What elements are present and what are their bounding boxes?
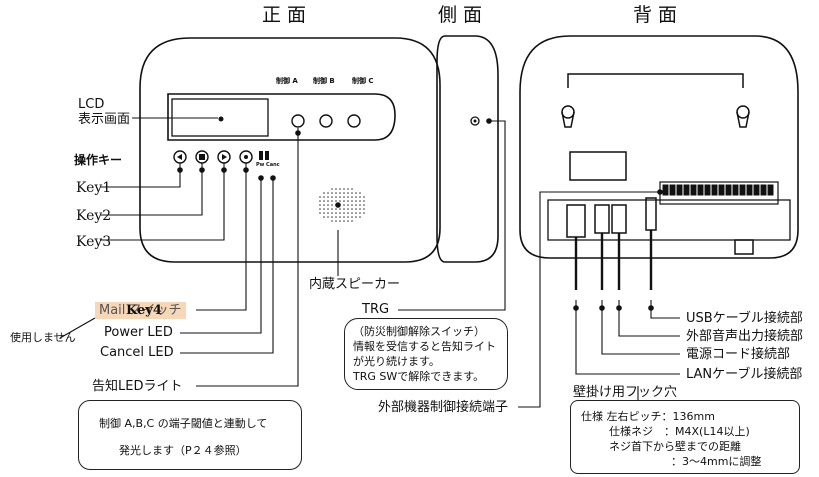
label-power-cord: 電源コード接続部 bbox=[686, 347, 791, 362]
label-mail-switch: Mail スイッチ bbox=[95, 302, 186, 319]
label-ctrl-c: 制御 C bbox=[352, 77, 374, 85]
label-ctrl-b: 制御 B bbox=[313, 77, 335, 85]
label-lcd-screen: 表示画面 bbox=[78, 112, 131, 127]
label-pw-canc: Pw Canc bbox=[256, 162, 280, 168]
label-trg: TRG bbox=[362, 302, 390, 317]
ctrl-c-indicator bbox=[347, 114, 361, 128]
front-device-body bbox=[139, 37, 441, 263]
heading-front: 正面 bbox=[262, 4, 313, 26]
power-port bbox=[594, 204, 610, 234]
hook-spec-box: 仕様 左右ピッチ：136mm 仕様ネジ ：M4X(L14以上) ネジ首下から壁ま… bbox=[570, 400, 800, 474]
label-usb: USBケーブル接続部 bbox=[686, 311, 803, 326]
heading-back: 背面 bbox=[633, 4, 684, 26]
usb-port bbox=[645, 197, 657, 231]
label-keys: 操作キー bbox=[74, 153, 123, 167]
audio-port bbox=[611, 204, 627, 234]
spec-line4: ：3～4mmに調整 bbox=[671, 455, 762, 468]
lan-port bbox=[566, 204, 586, 238]
label-not-used: 使用しません bbox=[10, 331, 76, 344]
label-key2: Key2 bbox=[76, 208, 112, 224]
trg-note: （防災制御解除スイッチ） 情報を受信すると告知ライト が光り続けます。 TRG … bbox=[344, 318, 508, 390]
notice-note-line2: 発光します（P２４参照） bbox=[119, 444, 247, 457]
label-key3: Key3 bbox=[76, 234, 112, 250]
spec-line2: 仕様ネジ ：M4X(L14以上) bbox=[609, 425, 750, 438]
label-lan: LANケーブル接続部 bbox=[686, 367, 803, 382]
back-device-body bbox=[519, 35, 799, 259]
side-device-body bbox=[436, 35, 499, 263]
ctrl-a-indicator bbox=[291, 114, 305, 128]
spec-line1: 仕様 左右ピッチ：136mm bbox=[581, 410, 715, 423]
label-key4: Key4 bbox=[126, 303, 162, 318]
heading-side: 側面 bbox=[438, 4, 489, 26]
label-audio: 外部音声出力接続部 bbox=[686, 329, 804, 344]
label-cancel-led: Cancel LED bbox=[100, 345, 174, 360]
lcd-frame bbox=[167, 93, 396, 141]
notice-note-line1: 制御 A,B,C の端子閾値と連動して bbox=[99, 417, 268, 430]
spec-line3: ネジ首下から壁までの距離 bbox=[609, 440, 741, 453]
speaker-grille: (function(){ var s=document.currentScrip… bbox=[319, 188, 365, 222]
label-power-led: Power LED bbox=[104, 325, 173, 340]
label-hook: 壁掛け用フック穴 bbox=[573, 385, 678, 400]
back-connector-recess bbox=[547, 199, 791, 241]
ctrl-b-indicator bbox=[319, 114, 333, 128]
trg-note-line1: （防災制御解除スイッチ） bbox=[353, 325, 485, 338]
label-key1: Key1 bbox=[76, 180, 112, 196]
trg-note-line2: 情報を受信すると告知ライト bbox=[353, 340, 496, 353]
label-ctrl-a: 制御 A bbox=[276, 77, 298, 85]
label-lcd: LCD bbox=[78, 97, 105, 112]
label-notice-led: 告知LEDライト bbox=[92, 379, 183, 394]
notice-led-note: 制御 A,B,C の端子閾値と連動して 発光します（P２４参照） bbox=[78, 400, 302, 470]
trg-note-line3: が光り続けます。 bbox=[353, 355, 440, 368]
label-speaker: 内蔵スピーカー bbox=[309, 277, 401, 292]
label-ext-ctrl: 外部機器制御接続端子 bbox=[378, 400, 509, 415]
trg-note-line4: TRG SWで解除できます。 bbox=[353, 370, 485, 383]
